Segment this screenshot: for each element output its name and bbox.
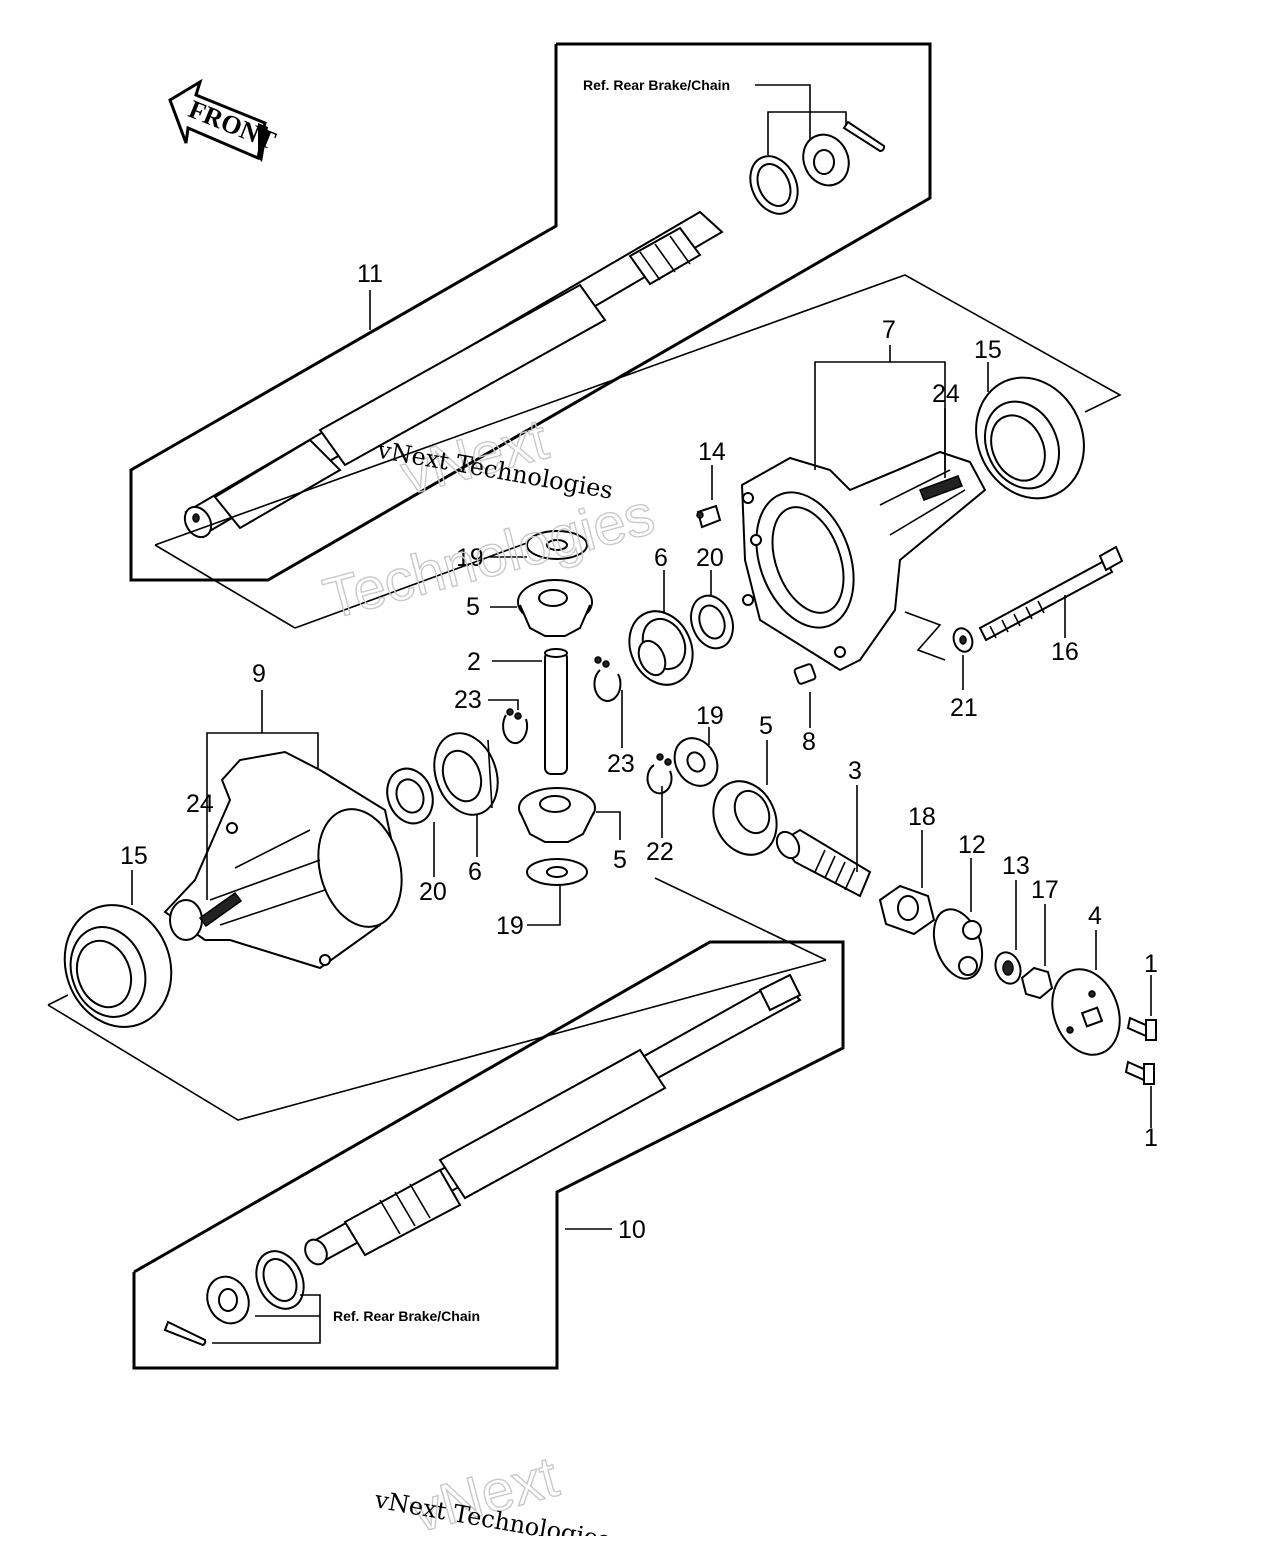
- callout-22: 22: [646, 838, 674, 866]
- bearing-15-top-icon: [975, 376, 1085, 500]
- axle-shaft-11-icon: [183, 210, 724, 539]
- callout-18: 18: [908, 803, 936, 831]
- callout-24-top: 24: [932, 380, 960, 408]
- side-gear-6-top-icon: [628, 610, 694, 686]
- axle-shaft-10-icon: [304, 973, 802, 1266]
- callout-17: 17: [1031, 876, 1059, 904]
- pinion-gear-5-top-icon: [517, 579, 593, 637]
- dowel-8-icon: [793, 663, 817, 685]
- callout-12: 12: [958, 831, 986, 859]
- castle-nut-top-icon: [802, 133, 850, 187]
- ref-rear-brake-chain-bottom: Ref. Rear Brake/Chain: [333, 1308, 480, 1324]
- bolt-1-lower-icon: [1124, 1060, 1155, 1085]
- ref-rear-brake-chain-top: Ref. Rear Brake/Chain: [583, 77, 730, 93]
- callout-1-upper: 1: [1144, 950, 1158, 978]
- callout-1-lower: 1: [1144, 1124, 1158, 1152]
- castle-nut-bottom-icon: [206, 1275, 250, 1325]
- diff-case-9-icon: [163, 750, 403, 970]
- washer-19-bottom-icon: [526, 858, 588, 886]
- lockwasher-13-icon: [994, 951, 1022, 985]
- leader-7: [814, 361, 946, 470]
- front-arrow-icon: FRONT: [168, 78, 280, 162]
- ref-leader-top: [755, 84, 811, 143]
- side-gear-6-bottom-icon: [433, 732, 499, 816]
- circlip-23-right-icon: [593, 656, 622, 702]
- callout-19-mid: 19: [696, 702, 724, 730]
- ref-bracket-bottom: [212, 1294, 321, 1344]
- circlip-22-icon: [646, 753, 673, 795]
- callout-11: 11: [357, 260, 383, 288]
- callout-6-bottom: 6: [468, 858, 482, 886]
- callout-20-bottom: 20: [419, 878, 447, 906]
- callout-7: 7: [882, 316, 896, 344]
- thrust-washer-20-bottom-icon: [386, 767, 434, 825]
- washer-bottom-icon: [255, 1250, 305, 1310]
- callout-23-right: 23: [607, 750, 635, 778]
- callout-6-top: 6: [654, 544, 668, 572]
- callout-19-top: 19: [456, 544, 484, 572]
- diff-case-7-icon: [740, 450, 987, 672]
- washer-21-icon: [952, 627, 974, 653]
- nut-18-icon: [878, 884, 936, 936]
- group-frame-lower: [47, 959, 827, 1121]
- callout-13: 13: [1002, 852, 1030, 880]
- cotter-pin-bottom-icon: [163, 1320, 207, 1347]
- washer-19-top-icon: [526, 530, 588, 560]
- pinion-shaft-2-icon: [544, 648, 568, 775]
- pinion-gear-5-right-icon: [712, 780, 778, 856]
- callout-21: 21: [950, 694, 978, 722]
- callout-19-bottom: 19: [496, 912, 524, 940]
- breather-14-icon: [696, 504, 722, 529]
- nut-17-icon: [1020, 966, 1054, 1000]
- washer-top-icon: [749, 155, 799, 215]
- callout-5-right: 5: [759, 712, 773, 740]
- lever-12-icon: [932, 908, 984, 980]
- callout-24-bottom: 24: [186, 790, 214, 818]
- callout-5-bottom: 5: [613, 846, 627, 874]
- callout-10: 10: [618, 1216, 646, 1244]
- washer-19-mid-icon: [673, 737, 719, 787]
- cotter-pin-top-icon: [842, 120, 886, 152]
- bolt-16-icon: [978, 545, 1124, 642]
- callout-8: 8: [802, 728, 816, 756]
- callout-4: 4: [1088, 902, 1102, 930]
- plate-4-icon: [1051, 968, 1121, 1056]
- bolt-1-upper-icon: [1126, 1016, 1157, 1041]
- callout-3: 3: [848, 757, 862, 785]
- callout-16: 16: [1051, 638, 1079, 666]
- inset-frame-top: [129, 42, 932, 582]
- thrust-washer-20-top-icon: [690, 594, 734, 650]
- inset-frame-bottom: [132, 940, 845, 1370]
- callout-15-top: 15: [974, 336, 1002, 364]
- callout-23-left: 23: [454, 686, 482, 714]
- callout-9: 9: [252, 660, 266, 688]
- callout-5-top: 5: [466, 593, 480, 621]
- pinion-gear-5-bottom-icon: [518, 787, 596, 843]
- ref-bracket-top: [767, 111, 847, 155]
- circlip-23-left-icon: [502, 708, 529, 745]
- callout-14: 14: [698, 438, 726, 466]
- bearing-15-bottom-icon: [63, 904, 173, 1028]
- callout-20-top: 20: [696, 544, 724, 572]
- leader-19-bottom: [527, 885, 561, 926]
- callout-2: 2: [467, 648, 481, 676]
- group-frame-upper: [154, 274, 1122, 546]
- stud-3-icon: [775, 828, 872, 898]
- leader-23-left: [488, 699, 519, 710]
- callout-15-bottom: 15: [120, 842, 148, 870]
- leader-5-bottom: [596, 811, 621, 840]
